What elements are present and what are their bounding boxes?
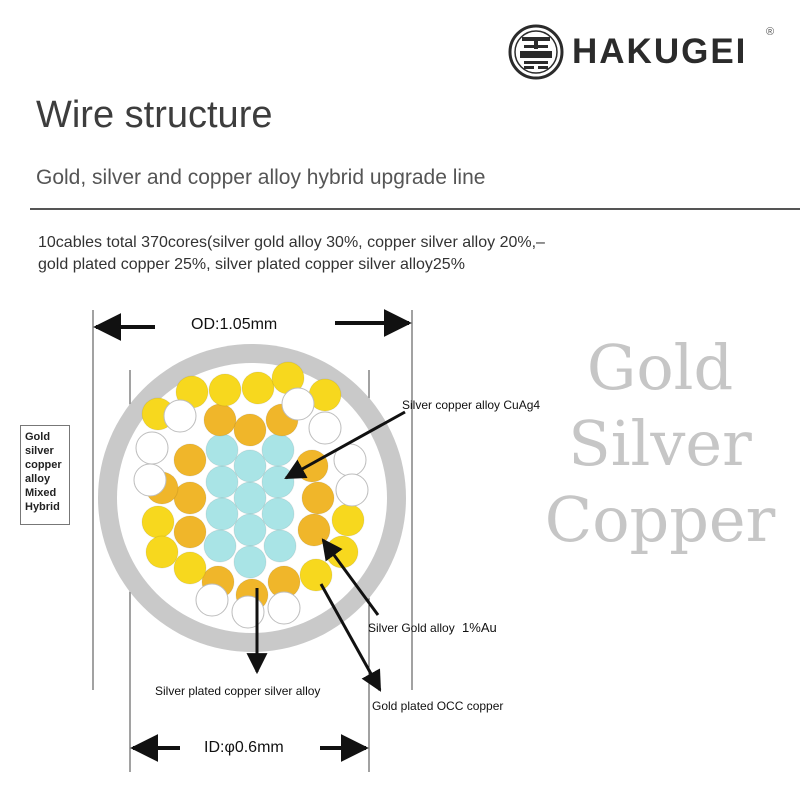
description-line-1: 10cables total 370cores(silver gold allo… [38, 234, 545, 251]
strand-white [195, 583, 229, 617]
silver-gold-percent: 1%Au [462, 620, 497, 635]
strand-white [135, 431, 169, 465]
strand-yellow [299, 558, 333, 592]
side-label-line: Gold [25, 431, 51, 443]
strand-yellow [173, 551, 207, 585]
strand-cyan [261, 465, 295, 499]
strand-cyan [203, 529, 237, 563]
strand-cyan [205, 433, 239, 467]
side-label-line: copper [25, 459, 62, 471]
strand-white [133, 463, 167, 497]
id-dimension-label: ID:φ0.6mm [204, 739, 284, 756]
strand-white [335, 473, 369, 507]
strand-yellow [241, 371, 275, 405]
registered-mark: ® [766, 26, 775, 38]
strand-gold [173, 443, 207, 477]
strand-white [267, 591, 301, 625]
strand-white [231, 595, 265, 629]
strand-group [133, 361, 369, 629]
strand-cyan [233, 481, 267, 515]
od-dimension-label: OD:1.05mm [191, 316, 278, 333]
strand-white [308, 411, 342, 445]
brand-logo: HAKUGEI ® [508, 24, 774, 80]
callout-silver-plated-label: Silver plated copper silver alloy [155, 684, 321, 698]
strand-white [163, 399, 197, 433]
side-label-line: alloy [25, 473, 51, 485]
strand-cyan [205, 497, 239, 531]
silver-gold-text: Silver Gold alloy [368, 621, 455, 635]
watermark-line: Copper [544, 483, 776, 556]
strand-cyan [263, 529, 297, 563]
page-subtitle: Gold, silver and copper alloy hybrid upg… [36, 166, 486, 189]
description-line-2: gold plated copper 25%, silver plated co… [38, 256, 465, 273]
side-label-line: Mixed [25, 487, 57, 499]
strand-cyan [233, 545, 267, 579]
strand-gold [295, 449, 329, 483]
strand-gold [173, 481, 207, 515]
strand-yellow [331, 503, 365, 537]
strand-yellow [145, 535, 179, 569]
watermark-line: Gold [586, 331, 734, 404]
callout-gold-occ-label: Gold plated OCC copper [372, 699, 504, 713]
material-watermark: Gold Silver Copper [520, 330, 800, 558]
strand-white [281, 387, 315, 421]
strand-cyan [261, 433, 295, 467]
side-label-line: Hybrid [25, 501, 60, 513]
strand-gold [173, 515, 207, 549]
brand-name: HAKUGEI [572, 32, 748, 71]
page-title: Wire structure [36, 94, 273, 136]
composition-description: 10cables total 370cores(silver gold allo… [38, 232, 545, 276]
strand-yellow [141, 505, 175, 539]
callout-arrow-silver-gold [321, 538, 380, 616]
callout-cuag4-label: Silver copper alloy CuAg4 [402, 398, 541, 412]
callout-silver-gold-label: Silver Gold alloy 1%Au [368, 620, 497, 635]
watermark-line: Silver [568, 407, 752, 480]
strand-cyan [233, 449, 267, 483]
strand-gold [203, 403, 237, 437]
callout-arrow-gold-occ [319, 583, 382, 692]
hybrid-side-label: Gold silver copper alloy Mixed Hybrid [20, 425, 70, 525]
callout-arrow-cuag4 [284, 410, 406, 480]
strand-cyan [205, 465, 239, 499]
divider [30, 208, 800, 210]
strand-gold [233, 413, 267, 447]
side-label-line: silver [25, 445, 54, 457]
strand-yellow [208, 373, 242, 407]
strand-gold [297, 513, 331, 547]
strand-gold [301, 481, 335, 515]
brand-emblem-icon [508, 24, 564, 80]
strand-cyan [261, 497, 295, 531]
strand-cyan [233, 513, 267, 547]
